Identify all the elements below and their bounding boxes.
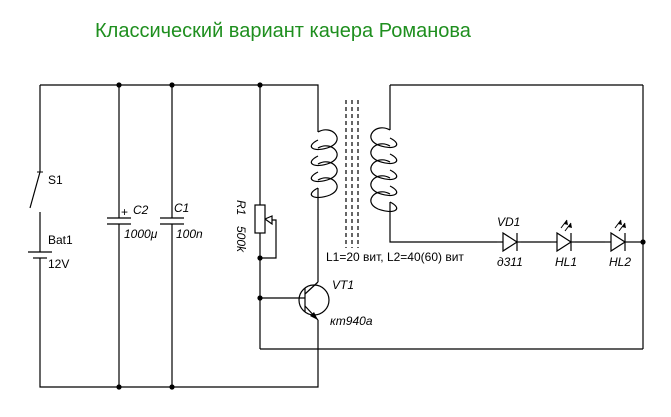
capacitor-c1	[160, 217, 184, 225]
hl2-label: HL2	[609, 255, 631, 269]
resistor-r1	[254, 204, 277, 261]
r1-value-label: 500k	[234, 226, 248, 253]
c2-label: C2	[133, 203, 149, 217]
hl1-label: HL1	[555, 255, 577, 269]
c1-label: C1	[174, 201, 189, 215]
transistor-vt1	[298, 281, 330, 321]
led-hl1	[551, 219, 575, 253]
c2-value-label: 1000μ	[124, 227, 158, 241]
diagram-title: Классический вариант качера Романова	[95, 20, 471, 42]
coil-l1	[310, 112, 338, 205]
coil-l2	[370, 115, 398, 215]
vd1-type-label: д311	[497, 255, 523, 269]
vt1-label: VT1	[332, 278, 354, 292]
bat1-label: Bat1	[48, 233, 73, 247]
r1-label: R1	[234, 200, 248, 215]
led-hl2	[605, 219, 629, 253]
diode-vd1	[497, 231, 521, 253]
switch-s1	[29, 171, 43, 209]
winding-note: L1=20 вит, L2=40(60) вит	[326, 250, 464, 264]
c2-plus-label: +	[121, 205, 128, 219]
battery-bat1	[28, 251, 52, 270]
capacitor-c2	[107, 217, 131, 225]
coil-core	[345, 100, 359, 248]
bat1-voltage-label: 12V	[48, 257, 69, 271]
vt1-type-label: кт940а	[330, 314, 373, 328]
vd1-label: VD1	[497, 215, 520, 229]
c1-value-label: 100n	[176, 227, 203, 241]
s1-label: S1	[48, 173, 63, 187]
wiring	[39, 84, 644, 388]
junction-dots	[116, 82, 646, 390]
